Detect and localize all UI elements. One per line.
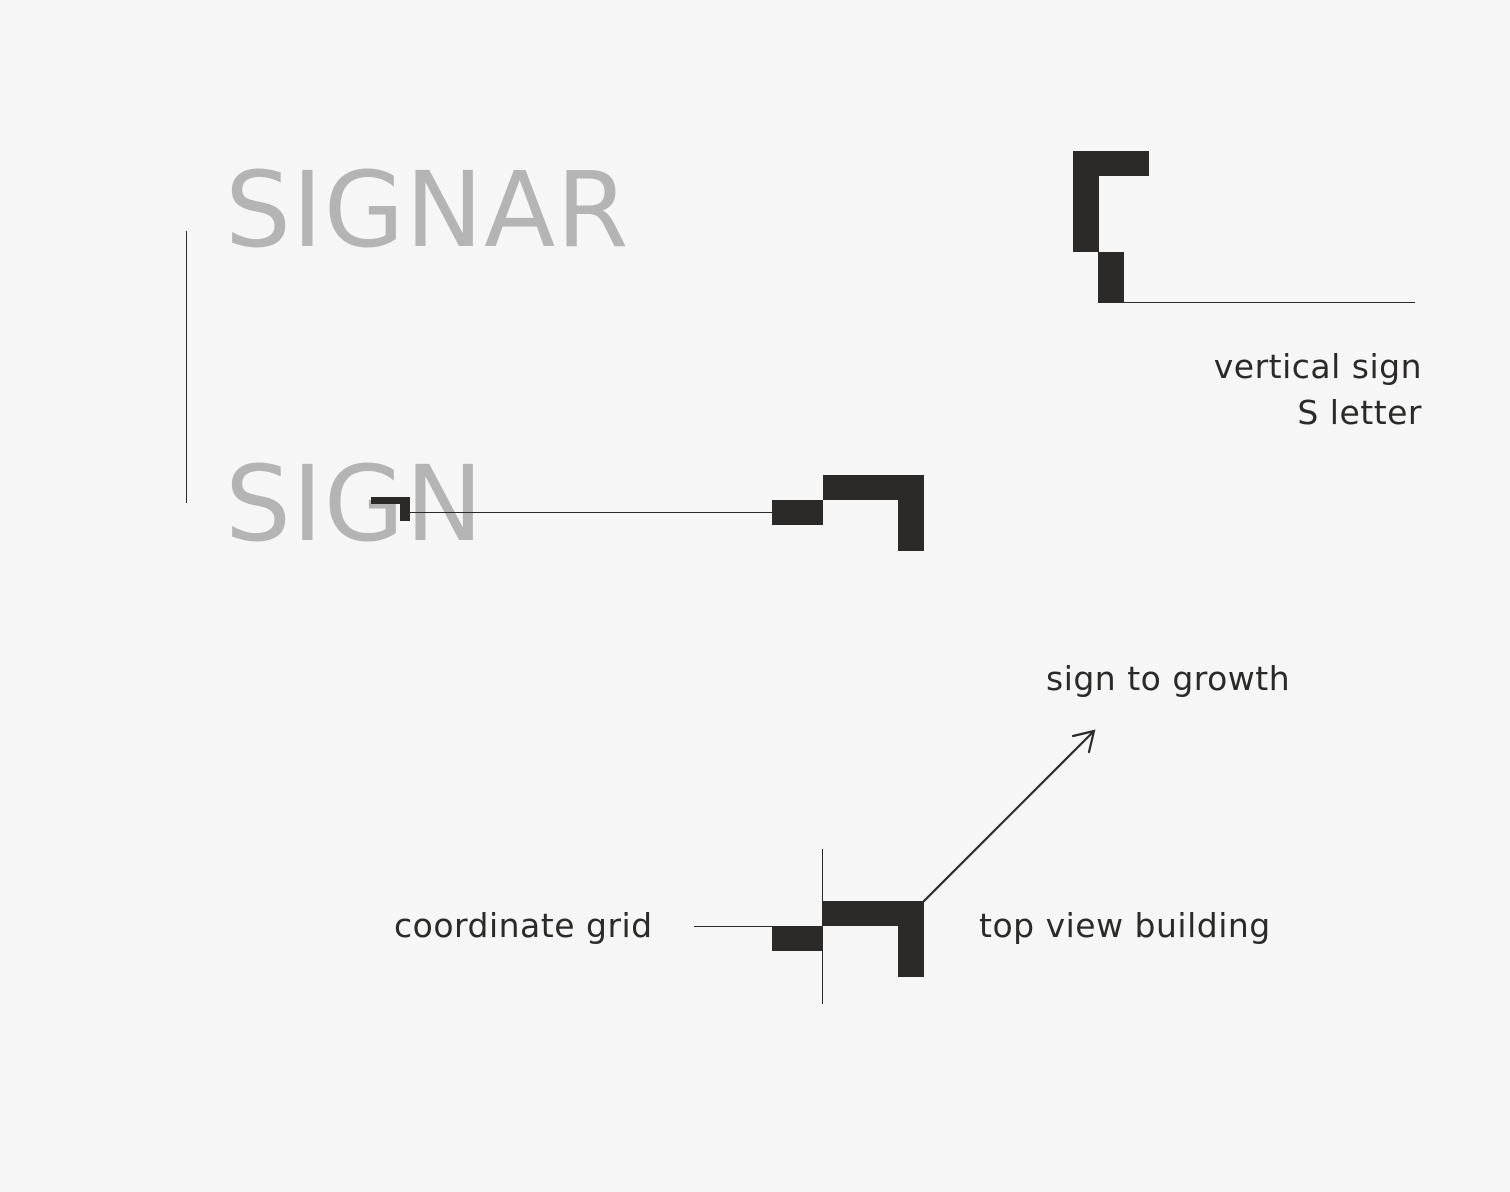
bottom-mark-left-block: [772, 926, 823, 951]
vertical-mark-upper-leg: [1073, 151, 1099, 252]
mid-mark-left-block: [772, 500, 823, 525]
caption-coordinate-grid: coordinate grid: [394, 906, 653, 945]
left-divider-line: [186, 231, 187, 503]
sign-inner-mark-side: [400, 497, 410, 521]
caption-sign-to-growth: sign to growth: [1046, 659, 1291, 698]
vertical-mark-baseline: [1124, 302, 1415, 303]
sign-connector-line: [410, 512, 774, 513]
sign-word: SIGN: [225, 443, 485, 565]
mid-mark-right-leg: [898, 475, 924, 551]
signar-word: SIGNAR: [225, 149, 630, 271]
sign-inner-mark-top: [371, 497, 410, 504]
caption-s-letter: S letter: [1297, 393, 1422, 432]
grid-horizontal-line: [694, 926, 774, 927]
caption-top-view-building: top view building: [979, 906, 1271, 945]
vertical-mark-lower-block: [1098, 252, 1124, 303]
caption-vertical-sign: vertical sign: [1213, 347, 1422, 386]
bottom-mark-right-leg: [898, 901, 924, 977]
